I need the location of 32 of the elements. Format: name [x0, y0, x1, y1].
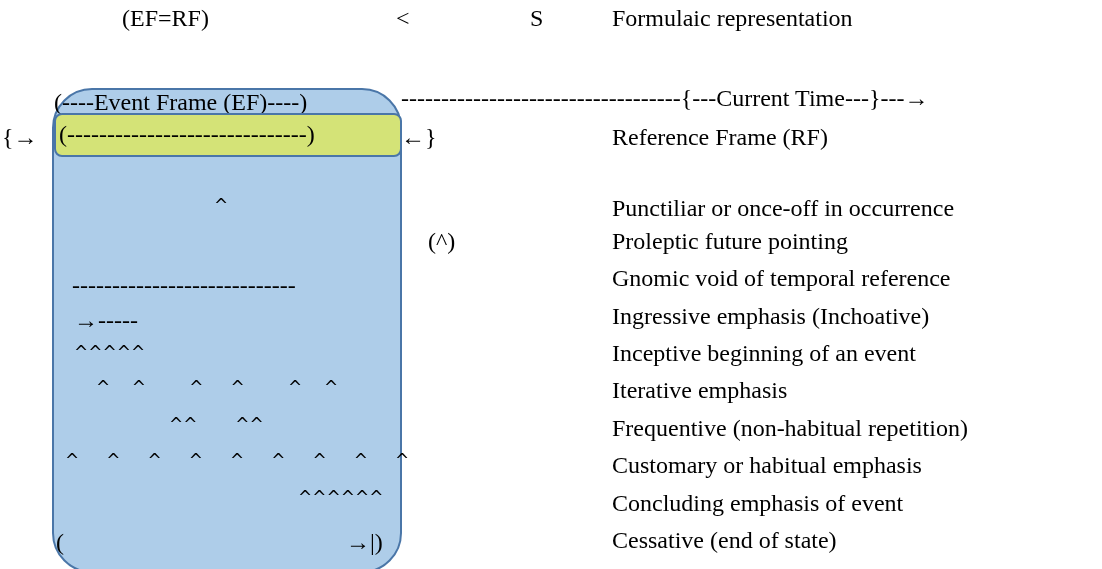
- row-label: Inceptive beginning of an event: [612, 339, 916, 367]
- row-label: Reference Frame (RF): [612, 123, 828, 151]
- bracket-text: (: [56, 528, 64, 556]
- row-label: Ingressive emphasis (Inchoative): [612, 302, 930, 330]
- row-label: Iterative emphasis: [612, 376, 788, 404]
- frame-heading: (----Event Frame (EF)----): [54, 88, 308, 116]
- caret-marks: ^ ^ ^ ^ ^ ^: [96, 376, 339, 399]
- formula-text: (EF=RF): [122, 4, 209, 32]
- row-label: Gnomic void of temporal reference: [612, 264, 951, 292]
- arrow-text: {→: [2, 123, 38, 151]
- less-than-sign: <: [396, 4, 410, 32]
- row-label: Frequentive (non-habitual repetition): [612, 414, 968, 442]
- caret-mark: ^^^^^: [74, 341, 146, 364]
- timeline-text: -----------------------------------{---Current Time---}---→: [401, 84, 929, 112]
- reference-frame-bar: [54, 113, 402, 157]
- caret-mark: ^: [214, 194, 229, 217]
- dashed-line-text: (------------------------------): [59, 120, 315, 148]
- row-label: Customary or habitual emphasis: [612, 451, 922, 479]
- arrow-bar-text: →|): [346, 528, 383, 556]
- row-label: Concluding emphasis of event: [612, 489, 904, 517]
- arrow-text: ←}: [401, 123, 437, 151]
- caret-mark: (^): [428, 227, 456, 255]
- row-label: Cessative (end of state): [612, 526, 837, 554]
- dashed-line-text: ----------------------------: [72, 271, 296, 299]
- row-label: Proleptic future pointing: [612, 227, 848, 255]
- row-label: Punctiliar or once-off in occurrence: [612, 194, 955, 222]
- arrow-dash-text: →-----: [74, 306, 138, 334]
- caret-marks: ^ ^ ^ ^ ^ ^ ^ ^ ^: [65, 449, 410, 472]
- row-label: Formulaic representation: [612, 4, 853, 32]
- caret-marks: ^^ ^^: [169, 413, 264, 436]
- caret-marks: ^^^^^^: [298, 486, 384, 509]
- formula-text: S: [530, 4, 544, 32]
